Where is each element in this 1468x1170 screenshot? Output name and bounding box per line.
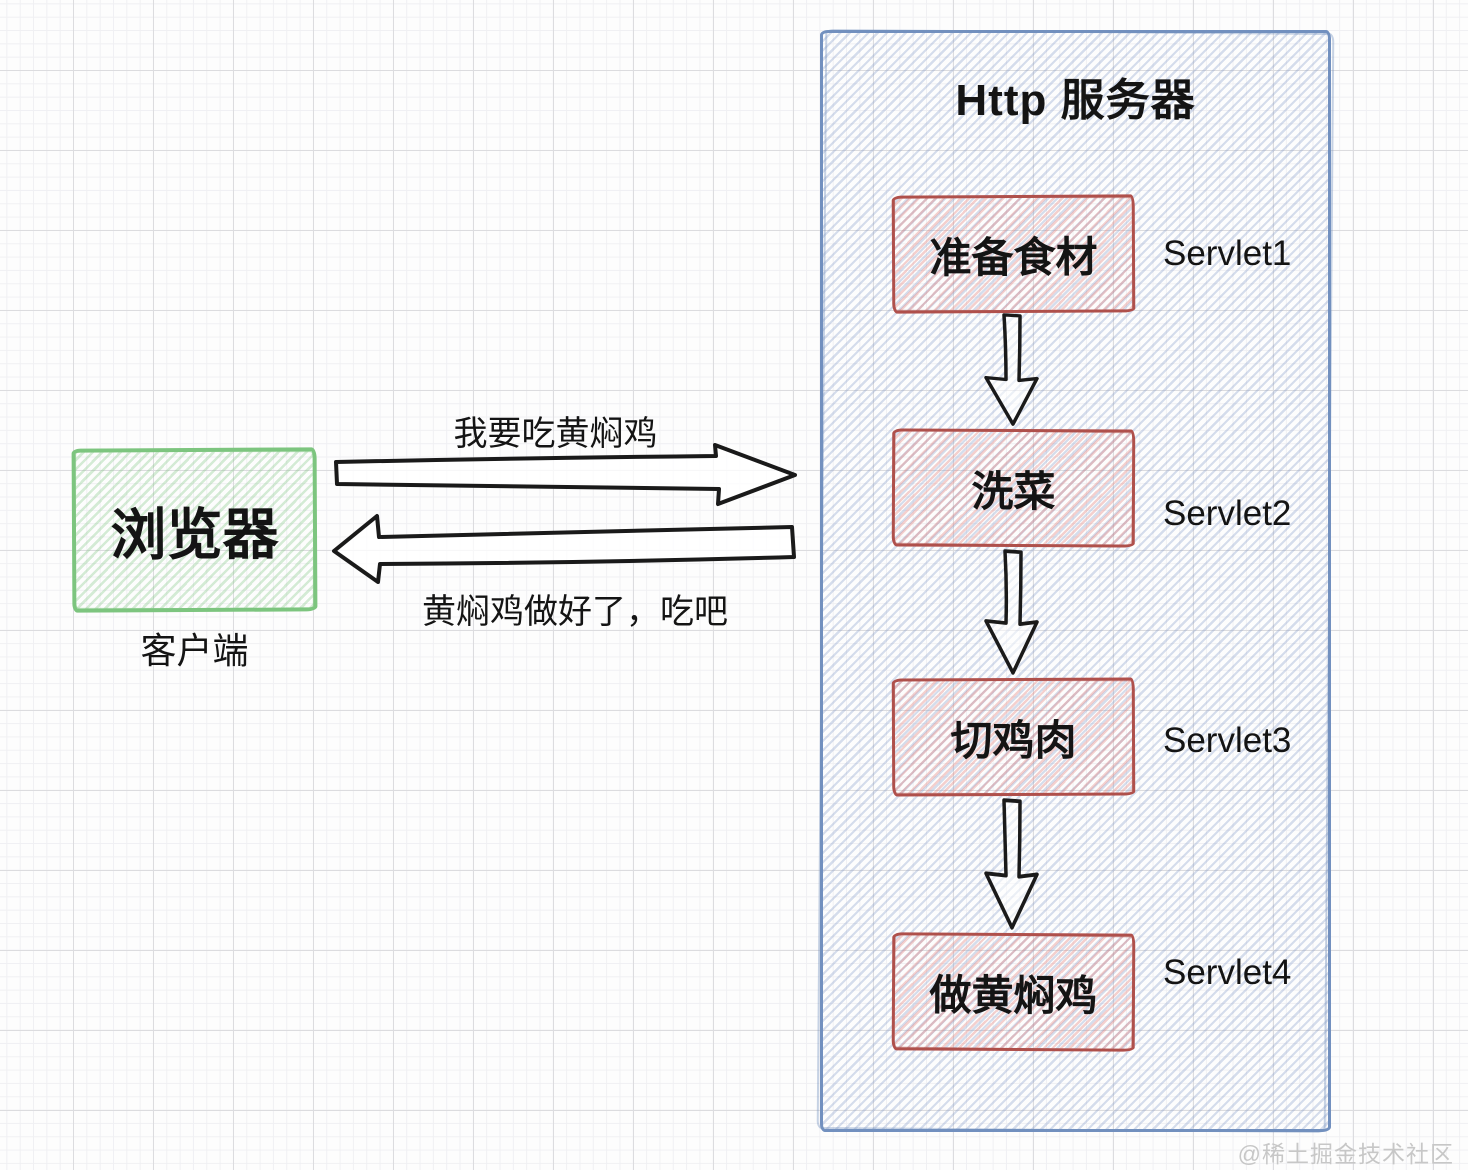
step-box-wash: 洗菜 [891, 428, 1136, 548]
response-message-label: 黄焖鸡做好了，吃吧 [422, 593, 728, 631]
server-title: Http 服务器 [955, 76, 1196, 125]
step-box-cut: 切鸡肉 [891, 677, 1136, 797]
step-box-cook: 做黄焖鸡 [891, 932, 1136, 1052]
servlet2-label: Servlet2 [1163, 494, 1292, 533]
step-box-prepare: 准备食材 [891, 194, 1136, 314]
response-arrow-icon [331, 511, 798, 585]
down-arrow-icon [976, 313, 1046, 427]
client-caption: 客户端 [140, 630, 249, 671]
browser-box-label: 浏览器 [110, 502, 279, 566]
browser-box: 浏览器 [71, 447, 318, 613]
servlet4-label: Servlet4 [1163, 953, 1292, 992]
step-box-label: 切鸡肉 [950, 716, 1077, 764]
watermark: @稀土掘金技术社区 [1237, 1141, 1454, 1167]
request-arrow-icon [333, 441, 800, 508]
servlet1-label: Servlet1 [1163, 234, 1292, 273]
step-box-label: 做黄焖鸡 [929, 971, 1098, 1019]
down-arrow-icon [976, 549, 1046, 676]
step-box-label: 准备食材 [929, 233, 1098, 281]
down-arrow-icon [976, 798, 1046, 931]
step-box-label: 洗菜 [971, 467, 1056, 515]
request-message-label: 我要吃黄焖鸡 [453, 415, 658, 453]
servlet3-label: Servlet3 [1163, 721, 1292, 760]
